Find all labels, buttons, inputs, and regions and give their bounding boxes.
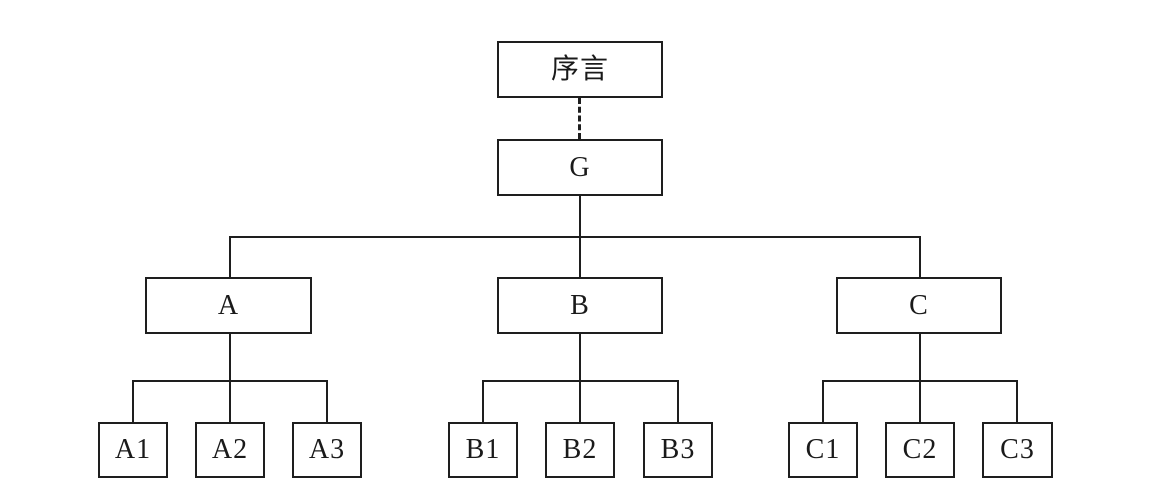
node-c2-label: C2 bbox=[902, 434, 938, 465]
connector-b-subbus bbox=[579, 334, 581, 382]
node-c1-label: C1 bbox=[805, 434, 841, 465]
connector-b-b1 bbox=[482, 380, 484, 422]
node-c: C bbox=[836, 277, 1002, 334]
node-a1: A1 bbox=[98, 422, 168, 478]
node-g-label: G bbox=[569, 151, 591, 183]
node-a2-label: A2 bbox=[211, 434, 249, 465]
connector-main-bus bbox=[229, 236, 921, 238]
connector-a-a2 bbox=[229, 380, 231, 422]
node-b-label: B bbox=[570, 289, 590, 321]
node-a3: A3 bbox=[292, 422, 362, 478]
node-b3: B3 bbox=[643, 422, 713, 478]
connector-bus-b bbox=[579, 236, 581, 277]
node-a2: A2 bbox=[195, 422, 265, 478]
node-b1-label: B1 bbox=[465, 434, 501, 465]
node-a3-label: A3 bbox=[308, 434, 346, 465]
node-g: G bbox=[497, 139, 663, 196]
node-b2-label: B2 bbox=[562, 434, 598, 465]
node-b: B bbox=[497, 277, 663, 334]
node-a-label: A bbox=[217, 289, 240, 321]
connector-c-subbus bbox=[919, 334, 921, 382]
connector-b-b2 bbox=[579, 380, 581, 422]
node-b1: B1 bbox=[448, 422, 518, 478]
connector-a-subbus bbox=[229, 334, 231, 382]
connector-bus-a bbox=[229, 236, 231, 277]
node-preface: 序言 bbox=[497, 41, 663, 98]
node-c2: C2 bbox=[885, 422, 955, 478]
connector-preface-g-dashed bbox=[578, 98, 581, 139]
connector-c-c2 bbox=[919, 380, 921, 422]
node-c3: C3 bbox=[982, 422, 1053, 478]
node-a1-label: A1 bbox=[114, 434, 152, 465]
connector-c-c3 bbox=[1016, 380, 1018, 422]
node-c3-label: C3 bbox=[1000, 434, 1035, 465]
connector-g-bus bbox=[579, 196, 581, 238]
node-b2: B2 bbox=[545, 422, 615, 478]
node-c-label: C bbox=[909, 289, 929, 321]
node-a: A bbox=[145, 277, 312, 334]
node-c1: C1 bbox=[788, 422, 858, 478]
node-preface-label: 序言 bbox=[550, 53, 609, 85]
connector-bus-c bbox=[919, 236, 921, 277]
connector-c-c1 bbox=[822, 380, 824, 422]
connector-a-a1 bbox=[132, 380, 134, 422]
connector-b-b3 bbox=[677, 380, 679, 422]
connector-a-a3 bbox=[326, 380, 328, 422]
node-b3-label: B3 bbox=[660, 434, 696, 465]
